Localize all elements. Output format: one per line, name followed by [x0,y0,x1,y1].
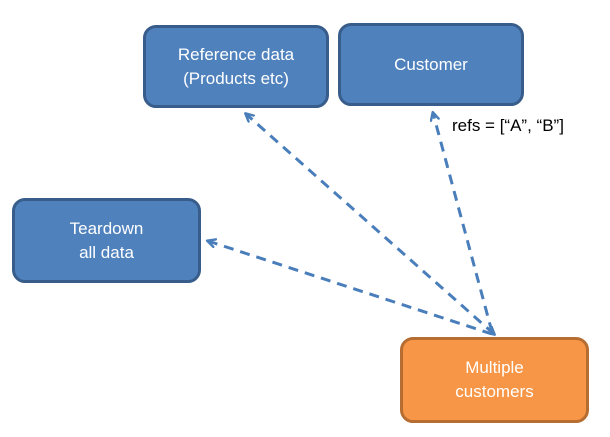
node-multiple-customers: Multiple customers [400,337,589,423]
refs-annotation: refs = [“A”, “B”] [452,116,564,135]
node-reference-data: Reference data (Products etc) [143,25,329,108]
arrow-multiple-to-customer [433,113,494,333]
node-teardown: Teardown all data [12,198,201,283]
arrow-multiple-to-reference-data [246,114,494,334]
arrow-multiple-to-teardown [208,241,493,336]
node-customer: Customer [338,23,524,106]
